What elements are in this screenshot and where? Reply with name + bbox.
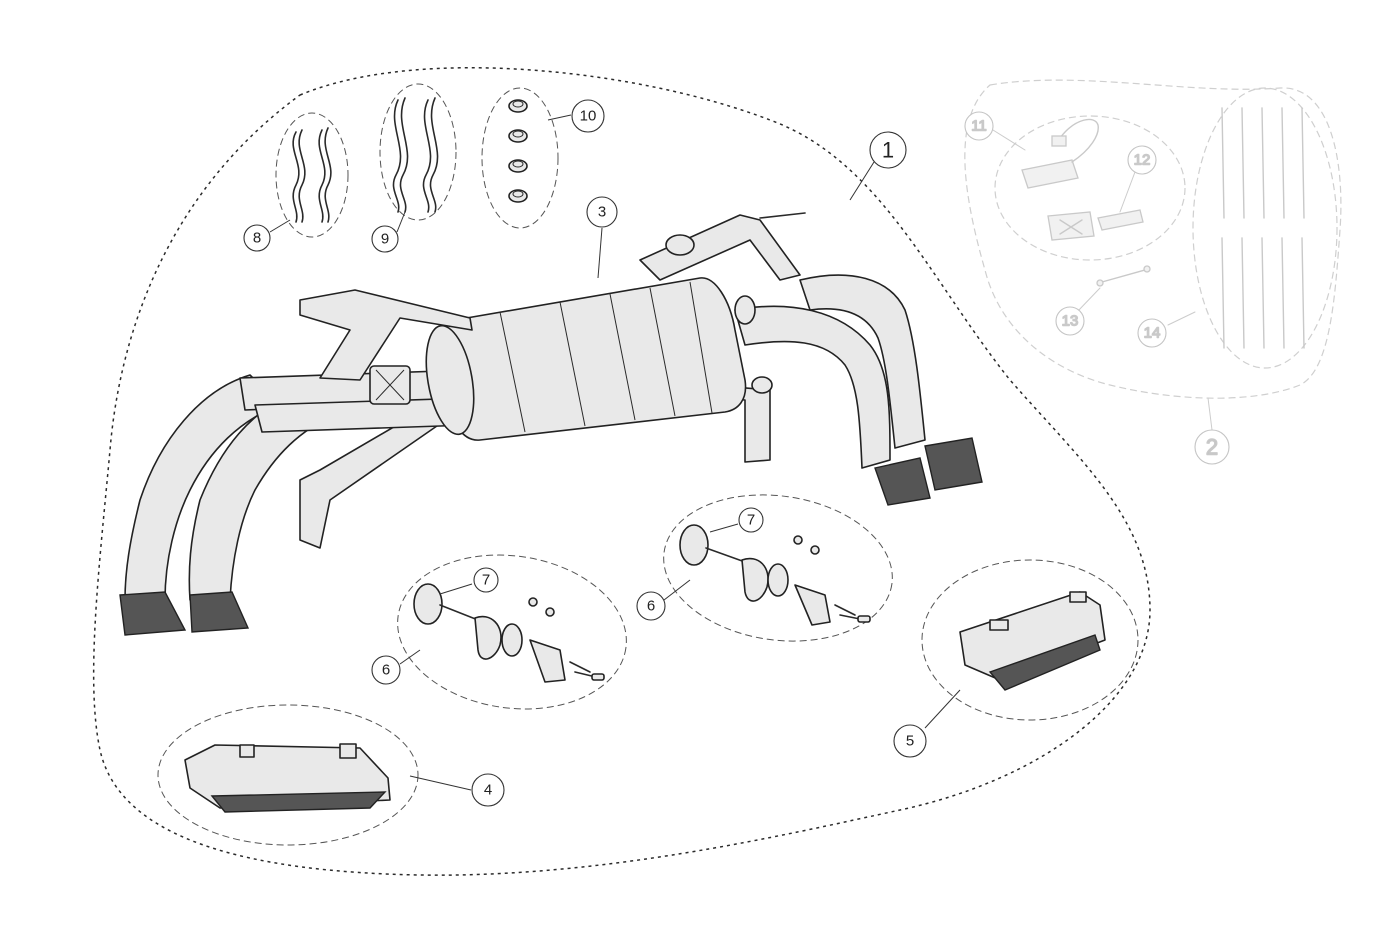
svg-text:3: 3 (598, 204, 606, 221)
svg-text:13: 13 (1062, 313, 1079, 330)
callout-7-left: 7 (473, 567, 499, 593)
callout-11: 11 (964, 111, 994, 141)
callout-10: 10 (571, 99, 605, 133)
callout-5: 5 (893, 724, 927, 758)
part-8-gaskets (292, 127, 332, 223)
group-8-boundary (275, 112, 349, 238)
part-12-badge-plate (1047, 209, 1144, 241)
callout-12: 12 (1127, 145, 1157, 175)
accessory-kit-boundary (964, 79, 1342, 399)
svg-text:9: 9 (381, 231, 389, 248)
part-13-pin (1096, 265, 1151, 287)
part-11-sensor-plug (1021, 118, 1099, 189)
svg-text:10: 10 (580, 108, 597, 125)
callout-7-right: 7 (738, 507, 764, 533)
callout-14: 14 (1137, 318, 1167, 348)
callout-13: 13 (1055, 306, 1085, 336)
svg-text:6: 6 (382, 662, 390, 679)
callout-6-right: 6 (636, 591, 666, 621)
exhaust-main-assembly (119, 212, 983, 636)
part-6-valve-kit-left (413, 583, 605, 683)
group-14-boundary (1192, 87, 1338, 369)
part-6-valve-kit-right (679, 524, 871, 626)
callout-8: 8 (243, 224, 271, 252)
group-9-boundary (379, 83, 457, 221)
group-6b-boundary (663, 494, 893, 642)
callout-1: 1 (869, 131, 907, 169)
leader-lines (269, 114, 1213, 791)
svg-text:7: 7 (482, 572, 490, 589)
svg-text:5: 5 (906, 733, 914, 750)
svg-text:6: 6 (647, 598, 655, 615)
callout-2: 2 (1194, 429, 1230, 465)
main-assembly-boundary (92, 67, 1151, 876)
part-14-cable-ties (1221, 107, 1305, 349)
group-4-boundary (157, 704, 419, 846)
svg-text:8: 8 (253, 230, 261, 247)
svg-text:14: 14 (1144, 325, 1161, 342)
group-6a-boundary (397, 554, 627, 710)
part-9-gaskets (392, 97, 439, 213)
group-10-boundary (481, 87, 559, 229)
svg-text:1: 1 (882, 138, 894, 163)
svg-text:11: 11 (971, 118, 987, 135)
svg-text:2: 2 (1206, 435, 1218, 460)
svg-text:4: 4 (484, 782, 492, 799)
svg-text:12: 12 (1134, 152, 1151, 169)
callout-9: 9 (371, 225, 399, 253)
svg-text:7: 7 (747, 512, 755, 529)
part-5-tailpipe-cover (959, 591, 1106, 691)
group-5-boundary (921, 559, 1139, 721)
part-10-clamps (508, 99, 528, 203)
callout-3: 3 (586, 196, 618, 228)
group-11-12-boundary (994, 115, 1186, 261)
part-4-tailpipe-cover (184, 743, 391, 813)
callout-6-left: 6 (371, 655, 401, 685)
callout-4: 4 (471, 773, 505, 807)
